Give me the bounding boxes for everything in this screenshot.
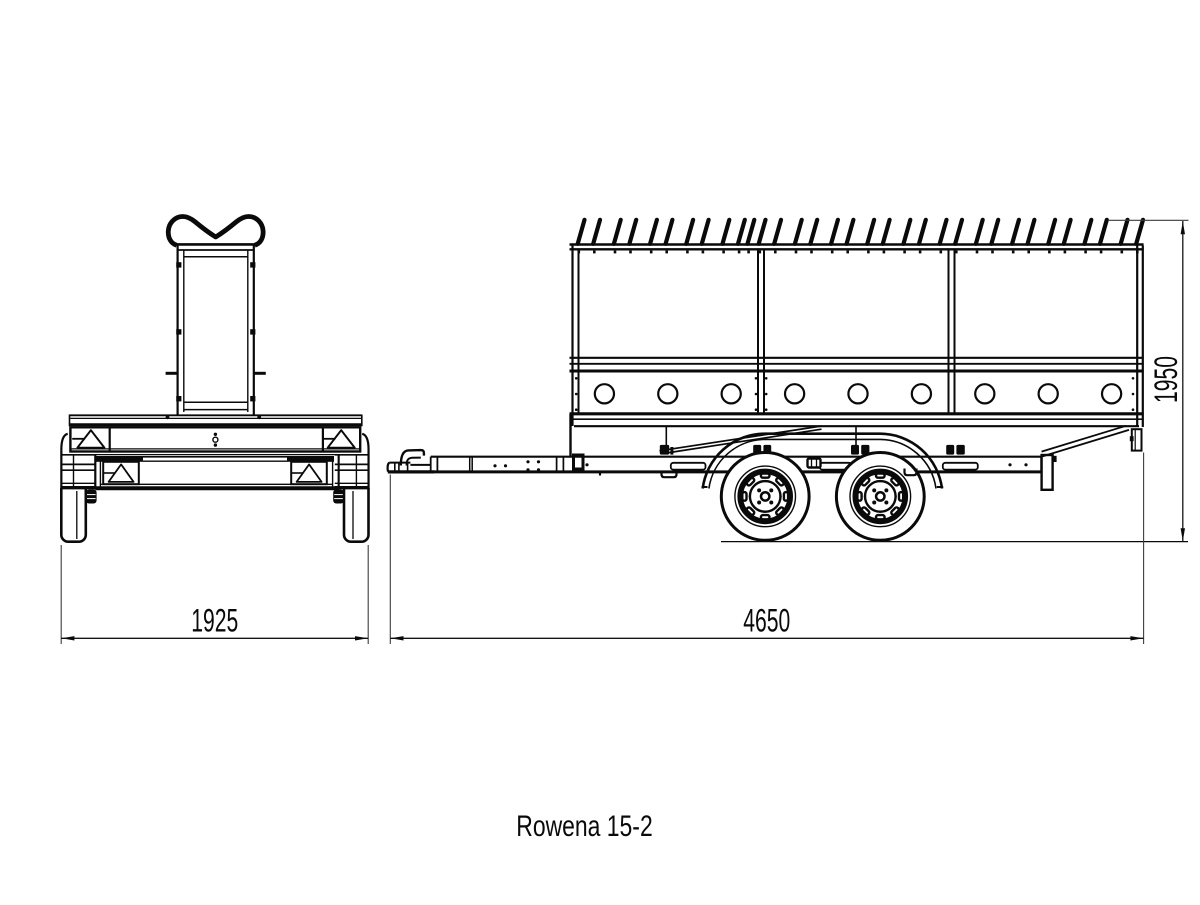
svg-text:4650: 4650 [743, 602, 790, 639]
svg-text:1950: 1950 [1148, 356, 1185, 403]
svg-text:Rowena 15-2: Rowena 15-2 [516, 809, 652, 843]
svg-text:1925: 1925 [191, 602, 238, 639]
